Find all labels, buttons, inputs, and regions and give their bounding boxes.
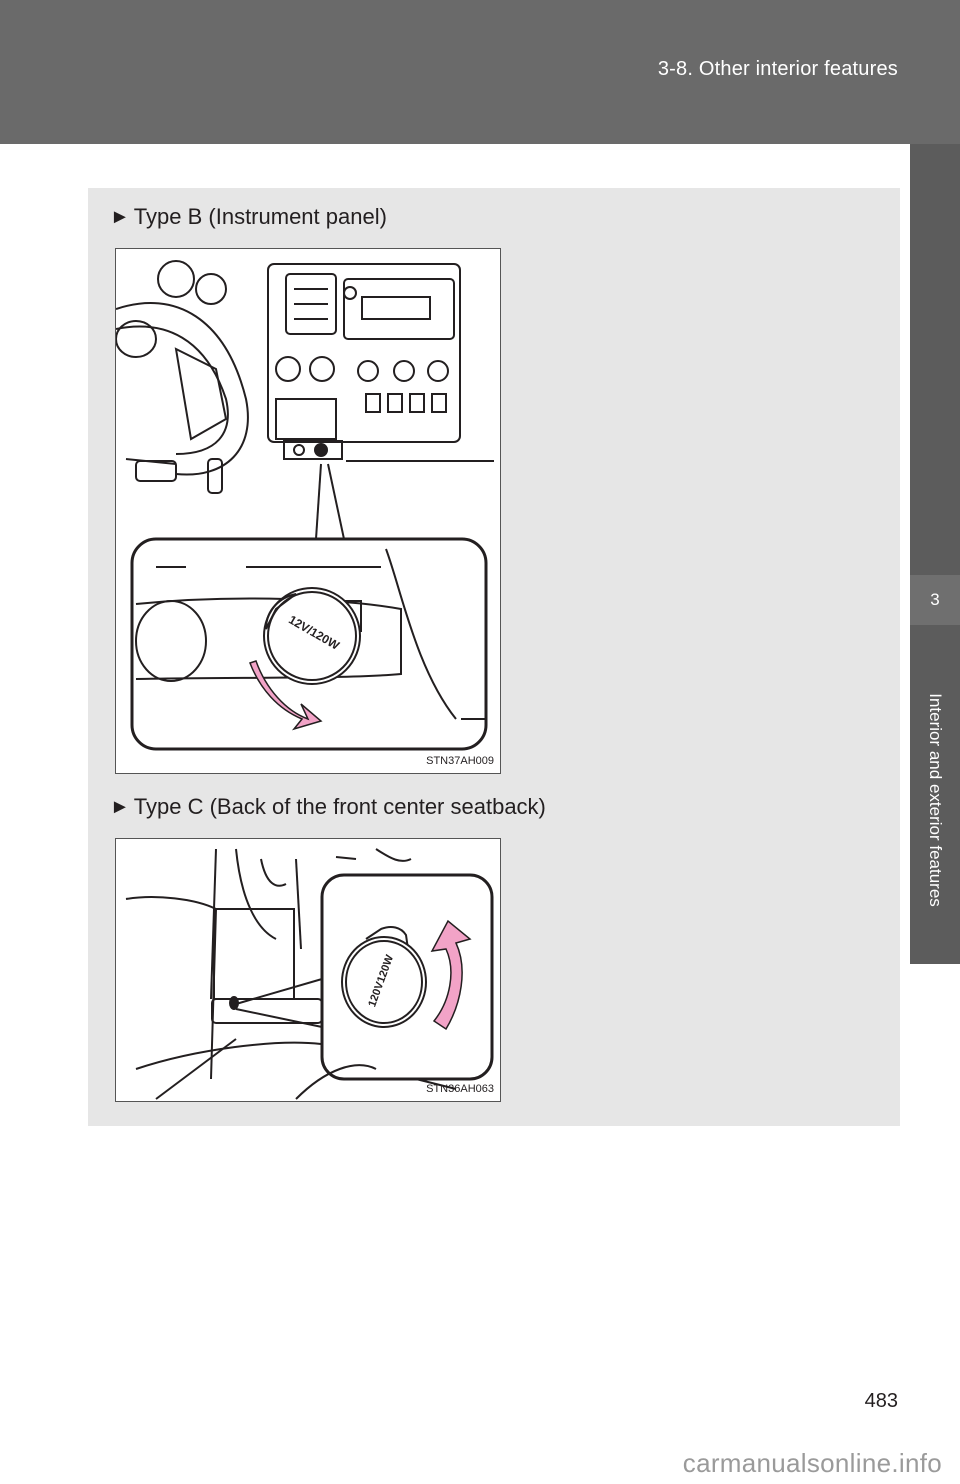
heading-text: Type C (Back of the front center seatbac…	[133, 794, 546, 819]
section-heading-type-b: ► Type B (Instrument panel)	[110, 204, 387, 230]
chapter-label: Interior and exterior features	[926, 693, 945, 907]
bullet-icon: ►	[110, 205, 130, 228]
page-header: 3-8. Other interior features	[0, 0, 960, 144]
figure-seatback: 120V120W STN36AH063	[115, 838, 501, 1102]
section-heading-type-c: ► Type C (Back of the front center seatb…	[110, 794, 546, 820]
watermark: carmanualsonline.info	[682, 1448, 942, 1478]
figure-instrument-panel: 12V/120W STN37AH009	[115, 248, 501, 774]
section-title: 3-8. Other interior features	[657, 58, 898, 80]
chapter-side-tab	[910, 144, 960, 964]
figure-code: STN37AH009	[426, 755, 494, 767]
rotate-arrow-icon	[430, 919, 472, 1031]
instrument-panel-illustration: 12V/120W	[115, 260, 494, 751]
figure-code: STN36AH063	[426, 1083, 494, 1095]
rotate-arrow-icon	[249, 660, 323, 731]
seatback-illustration: 120V120W	[125, 848, 494, 1100]
heading-text: Type B (Instrument panel)	[133, 204, 387, 229]
bullet-icon: ►	[110, 795, 130, 818]
chapter-number: 3	[910, 575, 960, 625]
page-number: 483	[864, 1390, 898, 1412]
